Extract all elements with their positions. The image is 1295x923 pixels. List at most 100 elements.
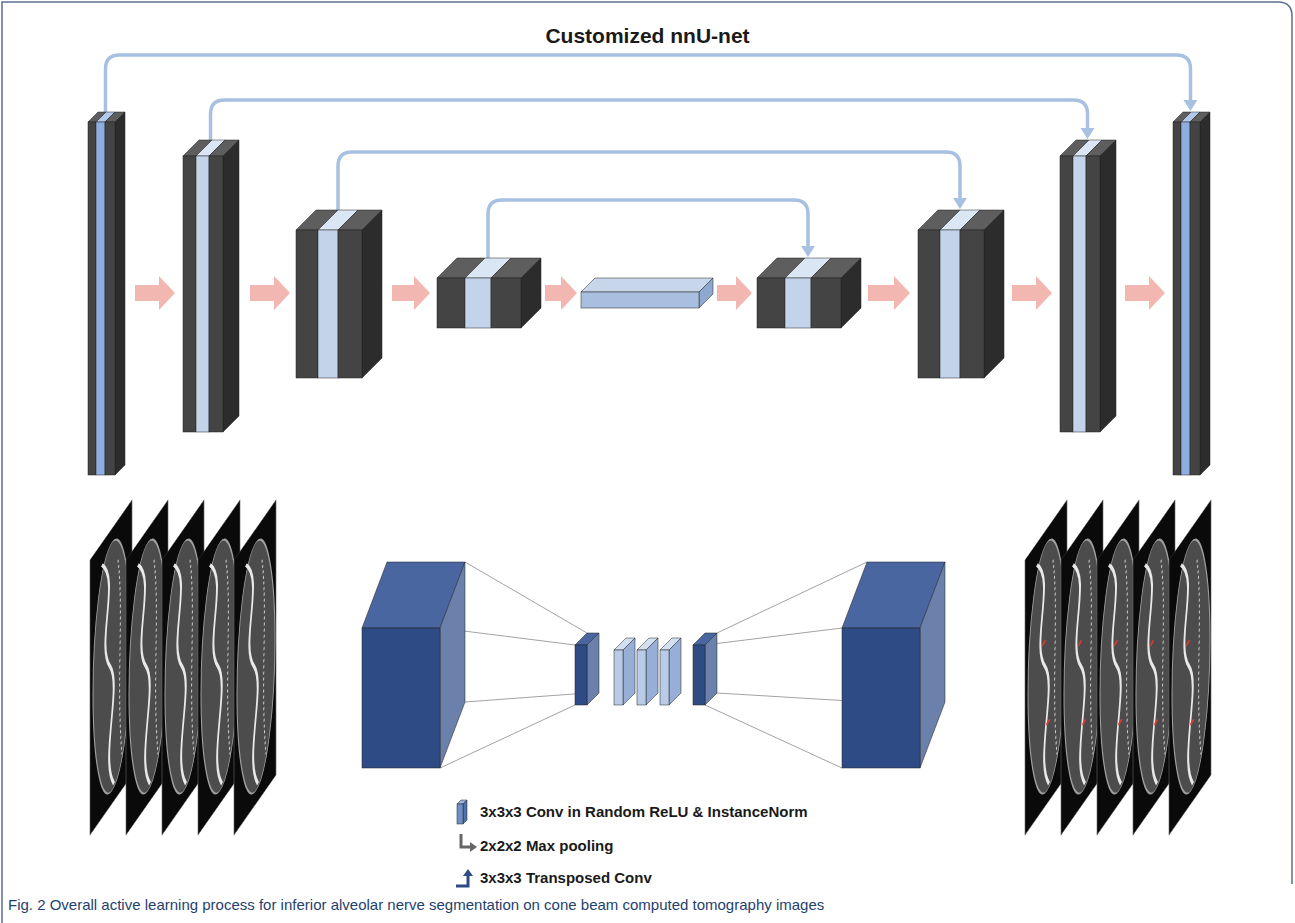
slab-front (491, 278, 521, 328)
slab-side (521, 258, 541, 328)
feature-slab (1086, 140, 1116, 432)
projection-line (465, 693, 587, 702)
ct-slice (162, 500, 204, 835)
slab-side (1100, 140, 1116, 432)
slice-ground (1097, 500, 1139, 835)
slab-side (984, 210, 1004, 378)
feature-slab (96, 112, 115, 475)
code-slab (575, 633, 599, 705)
skip-arrowhead (801, 246, 815, 257)
slice-ground (1061, 500, 1103, 835)
slab-side (646, 638, 658, 705)
flow-arrow (392, 276, 430, 310)
slab-front (183, 156, 196, 432)
slab-front (318, 230, 338, 378)
caption-wrap: Fig. 2 Overall active learning process f… (8, 896, 824, 913)
slab-side (669, 638, 681, 705)
code-slab (660, 638, 681, 705)
slice-ground (1133, 500, 1175, 835)
slab-front (362, 628, 440, 768)
flow-arrow (545, 276, 577, 310)
flow-arrow (250, 276, 290, 310)
ct-slice (1097, 500, 1139, 835)
mandible-curve (246, 548, 258, 801)
feature-slab (1190, 112, 1210, 475)
slab-side (362, 210, 382, 378)
flow-arrow (135, 276, 175, 310)
nerve-mark (1046, 718, 1050, 727)
projection-line (705, 628, 842, 645)
mandible-curve (174, 548, 186, 801)
slab-side (209, 140, 225, 432)
ct-slice (234, 500, 276, 835)
nerve-mark (1150, 638, 1154, 647)
slab-side (1181, 112, 1191, 475)
feature-slab (918, 210, 960, 378)
feature-stack (757, 258, 861, 328)
slab-side (440, 562, 465, 768)
slab-front (457, 804, 463, 824)
feature-slab (183, 140, 212, 432)
slab-side (920, 562, 945, 768)
slab-front (1086, 156, 1100, 432)
slab-front (575, 645, 587, 705)
slab-side (223, 140, 239, 432)
mandible-curve (102, 548, 114, 801)
slice-ground (198, 500, 240, 835)
flow-arrow (868, 276, 910, 310)
slice-image (1028, 515, 1066, 817)
slice-ground (90, 500, 132, 835)
skip-connection (338, 152, 960, 212)
slab-front (581, 292, 699, 308)
jaw-line (1053, 554, 1057, 760)
ct-slice (1133, 500, 1175, 835)
legend-text: 3x3x3 Transposed Conv (480, 869, 652, 887)
slab-side (1200, 112, 1210, 475)
legend-entry: 2x2x2 Max pooling (480, 837, 613, 855)
legend-text: 3x3x3 Conv in Random ReLU & InstanceNorm (480, 803, 808, 821)
projection-line (465, 562, 587, 633)
mandible-curve (1073, 548, 1085, 801)
jaw-line (1161, 554, 1165, 760)
head-outline (165, 515, 203, 817)
feature-slab (88, 112, 106, 475)
code-slab (693, 633, 717, 705)
mandible-curve (1145, 548, 1157, 801)
head-outline (1064, 515, 1102, 817)
slice-image (165, 515, 203, 817)
feature-slab (1181, 112, 1200, 475)
skip-connection (488, 200, 808, 260)
slab-front (1073, 156, 1086, 432)
nerve-mark (1082, 718, 1086, 727)
legend-entry: 3x3x3 Conv in Random ReLU & InstanceNorm (480, 803, 808, 821)
legend-entry: 3x3x3 Transposed Conv (480, 869, 652, 887)
mandible-curve (138, 548, 150, 801)
slab-front (918, 230, 940, 378)
mandible-curve (1037, 548, 1049, 801)
code-slab (614, 638, 635, 705)
feature-slab (811, 258, 861, 328)
skip-arrowhead (953, 198, 967, 209)
head-outline (1028, 515, 1066, 817)
transposed-icon (456, 875, 468, 886)
transposed-icon-head (463, 869, 473, 876)
slab-front (338, 230, 362, 378)
jaw-line (1125, 554, 1129, 760)
mandible-curve (210, 548, 222, 801)
ct-slice (90, 500, 132, 835)
slab-top (581, 278, 713, 292)
ct-slice (1061, 500, 1103, 835)
slice-image (1100, 515, 1138, 817)
feature-slab (1073, 140, 1102, 432)
slab-front (437, 278, 465, 328)
nerve-mark (1154, 718, 1158, 727)
slab-side (587, 633, 599, 705)
flow-arrow (717, 276, 752, 310)
feature-stack (296, 210, 382, 378)
pool-icon-head (470, 842, 477, 852)
head-outline (1136, 515, 1174, 817)
slab-side (96, 112, 106, 475)
skip-connection (106, 55, 1191, 114)
